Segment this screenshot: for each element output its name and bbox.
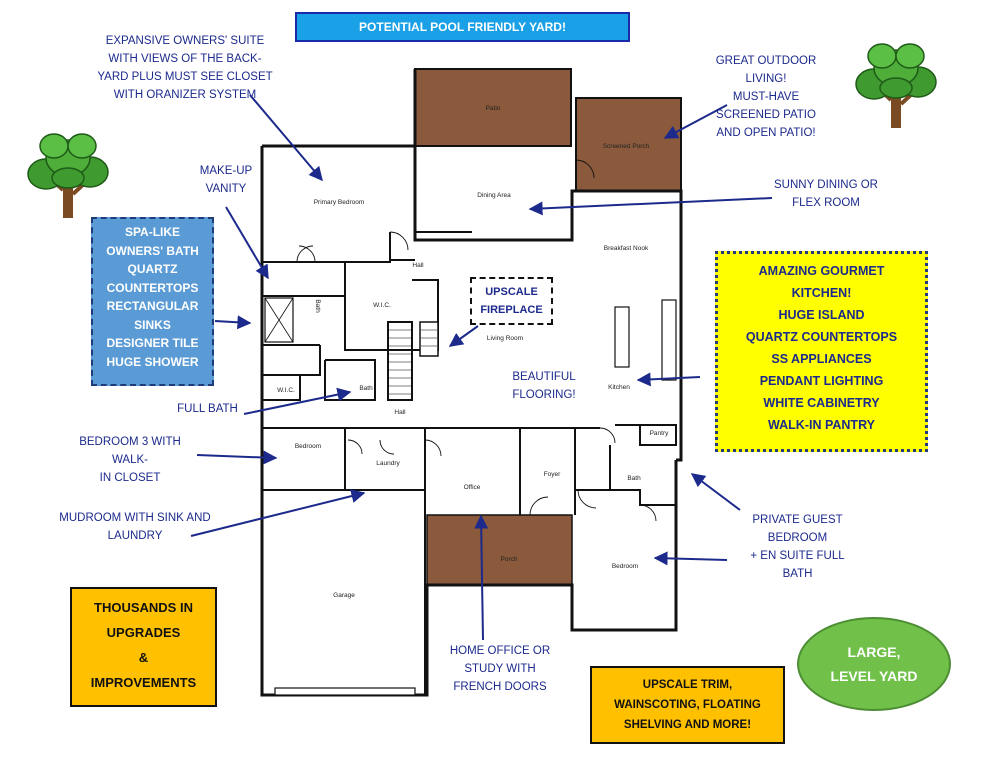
room-label-office: Office bbox=[464, 484, 481, 491]
arrow-icon bbox=[690, 473, 741, 511]
arrow-icon bbox=[225, 206, 269, 280]
yard-callout: LARGE, LEVEL YARD bbox=[797, 617, 951, 711]
arrow-icon bbox=[196, 450, 278, 465]
door-swings bbox=[296, 159, 657, 522]
arrow-icon bbox=[528, 197, 773, 216]
annotation-outdoor-living: GREAT OUTDOOR LIVING! MUST-HAVE SCREENED… bbox=[715, 55, 817, 139]
kitchen-counter bbox=[661, 299, 677, 381]
fireplace bbox=[419, 321, 439, 357]
room-label-hall-lower: Hall bbox=[394, 409, 406, 416]
room-label-foyer: Foyer bbox=[544, 471, 561, 478]
arrow-icon bbox=[653, 551, 728, 566]
tree-icon bbox=[854, 42, 938, 130]
spa-bath-callout: SPA-LIKE OWNERS' BATH QUARTZ COUNTERTOPS… bbox=[91, 217, 214, 386]
room-label-breakfast-nook: Breakfast Nook bbox=[604, 245, 649, 252]
annotation-owners-suite: EXPANSIVE OWNERS' SUITE WITH VIEWS OF TH… bbox=[97, 35, 273, 101]
annotation-full-bath: FULL BATH bbox=[177, 403, 238, 415]
arrow-icon bbox=[190, 489, 366, 537]
arrow-icon bbox=[243, 387, 352, 415]
annotation-home-office: HOME OFFICE OR STUDY WITH FRENCH DOORS bbox=[449, 645, 551, 693]
room-label-screened-porch: Screened Porch bbox=[603, 143, 650, 150]
title-banner: POTENTIAL POOL FRIENDLY YARD! bbox=[295, 12, 630, 42]
room-label-laundry: Laundry bbox=[376, 460, 400, 467]
room-label-bath-guest: Bath bbox=[627, 475, 641, 482]
kitchen-island bbox=[614, 306, 630, 368]
room-label-bedroom-guest: Bedroom bbox=[612, 563, 638, 570]
front-porch-deck bbox=[426, 514, 573, 586]
room-label-kitchen: Kitchen bbox=[608, 384, 630, 391]
annotation-dining: SUNNY DINING OR FLEX ROOM bbox=[774, 179, 878, 209]
room-label-garage: Garage bbox=[333, 592, 355, 599]
trim-callout: UPSCALE TRIM, WAINSCOTING, FLOATING SHEL… bbox=[590, 666, 785, 744]
interior-walls bbox=[261, 231, 677, 695]
room-label-primary-bedroom: Primary Bedroom bbox=[314, 199, 365, 206]
arrow-icon bbox=[249, 94, 323, 182]
arrow-icon bbox=[636, 372, 701, 387]
room-label-porch: Porch bbox=[501, 556, 518, 563]
room-label-dining-area: Dining Area bbox=[477, 192, 511, 199]
annotation-mudroom: MUDROOM WITH SINK AND LAUNDRY bbox=[59, 512, 211, 542]
fireplace-callout: UPSCALE FIREPLACE bbox=[470, 277, 553, 325]
arrow-icon bbox=[474, 514, 489, 641]
room-label-wic-primary: W.I.C. bbox=[373, 302, 391, 309]
garage-door bbox=[274, 687, 416, 696]
annotation-guest-bedroom: PRIVATE GUEST BEDROOM + EN SUITE FULL BA… bbox=[750, 514, 845, 580]
kitchen-callout: AMAZING GOURMET KITCHEN! HUGE ISLAND QUA… bbox=[715, 251, 928, 452]
room-label-bedroom-3: Bedroom bbox=[295, 443, 321, 450]
upgrades-callout: THOUSANDS IN UPGRADES & IMPROVEMENTS bbox=[70, 587, 217, 707]
room-label-hall-upper: Hall bbox=[412, 262, 424, 269]
room-label-wic-small: W.I.C. bbox=[277, 387, 295, 394]
room-label-bath-primary: Bath bbox=[314, 299, 321, 313]
stairs bbox=[389, 329, 411, 395]
annotation-flooring: BEAUTIFUL FLOORING! bbox=[512, 371, 576, 401]
patio-deck bbox=[414, 68, 572, 147]
annotation-bedroom-3: BEDROOM 3 WITH WALK- IN CLOSET bbox=[79, 436, 181, 484]
annotation-makeup-vanity: MAKE-UP VANITY bbox=[199, 165, 253, 195]
arrow-icon bbox=[663, 104, 728, 139]
room-label-pantry: Pantry bbox=[650, 430, 670, 437]
room-label-living-room: Living Room bbox=[487, 335, 523, 342]
room-label-patio: Patio bbox=[486, 105, 501, 112]
tree-icon bbox=[26, 132, 110, 220]
arrow-icon bbox=[448, 325, 479, 347]
arrow-icon bbox=[214, 315, 252, 330]
room-label-bath-full: Bath bbox=[359, 385, 373, 392]
